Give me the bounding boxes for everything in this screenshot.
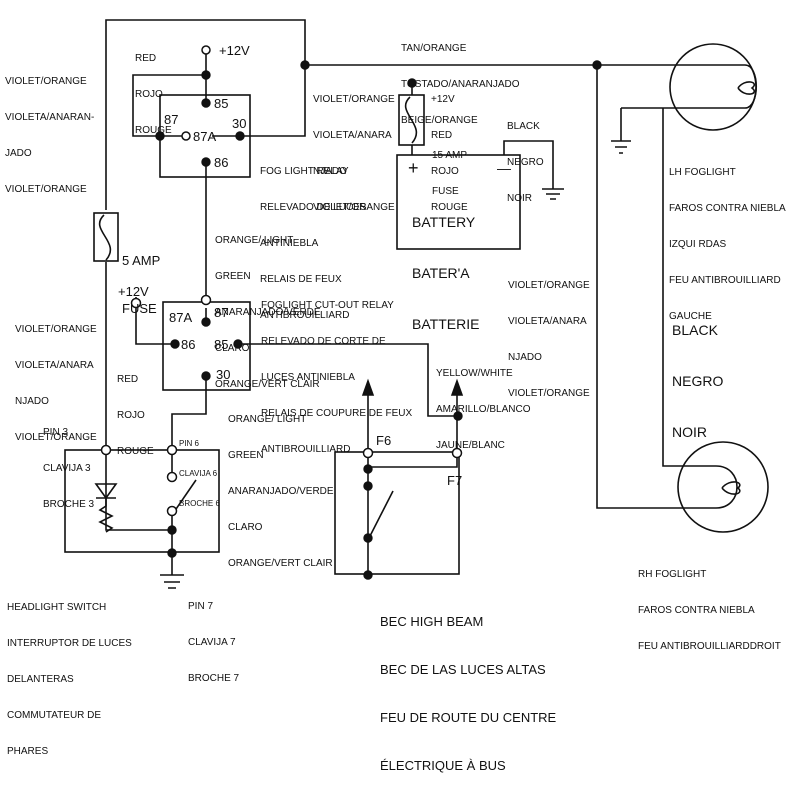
label-violet-orange-left-mid: VIOLET/ORANGE VIOLETA/ANARA NJADO VIOLET… [15, 324, 97, 443]
label-orange-light-green-bottom: ORANGE/ LIGHT GREEN ANARANJADO/VERDE CLA… [228, 414, 334, 569]
ground-battery [542, 188, 564, 200]
wire-battery-negative [503, 140, 554, 189]
wire-pin3-diode [105, 450, 172, 531]
relay2-pin87-dot [201, 317, 211, 327]
label-bec-high-beam: BEC HIGH BEAM BEC DE LAS LUCES ALTAS FEU… [380, 614, 557, 773]
bec-junction-dot [363, 464, 373, 474]
relay2-pin-87: 87 [214, 305, 229, 320]
relay1-pin86-dot [201, 157, 211, 167]
label-foglight-cutout-relay: FOGLIGHT CUT-OUT RELAY RELEVADO DE CORTE… [261, 300, 413, 455]
junction-dot [155, 131, 165, 141]
battery-fuse-terminal [407, 78, 417, 88]
relay1-pin85-dot [201, 98, 211, 108]
arrow-f7 [450, 378, 464, 396]
wire-violet-orange-right [596, 65, 716, 509]
junction-dot [453, 411, 463, 421]
label-15amp-fuse: 15 AMP FUSE [432, 150, 468, 197]
label-rh-foglight: RH FOGLIGHT FAROS CONTRA NIEBLA FEU ANTI… [638, 569, 781, 652]
resistor-symbol [98, 498, 114, 533]
label-pin7: PIN 7 CLAVIJA 7 BROCHE 7 [188, 601, 240, 684]
rh-filament [715, 465, 741, 509]
junction-dot [201, 70, 211, 80]
label-tan-orange: TAN/ORANGE TOSTADO/ANARANJADO BEIGE/ORAN… [401, 43, 520, 126]
rh-foglight-bulb [677, 441, 769, 533]
junction-dot [592, 60, 602, 70]
label-battery: BATTERY BATER'A BATTERIE [412, 214, 480, 332]
relay2-pin-86: 86 [181, 337, 196, 352]
pin3-terminal [100, 444, 112, 456]
f6-terminal [362, 447, 374, 459]
fuse-15amp-element [404, 96, 418, 144]
label-f6: F6 [376, 433, 392, 448]
label-fog-light-relay: FOG LIGHT RELAY RELEVADO DE LUCES ANTINI… [260, 166, 367, 321]
label-yellow-white: YELLOW/WHITE AMARILLO/BLANCO JAUNE/BLANC [436, 368, 531, 451]
lh-filament [737, 64, 757, 109]
relay2-pin85-dot [233, 339, 243, 349]
label-5amp-fuse: 5 AMP FUSE [122, 253, 161, 316]
label-pin3: PIN 3 CLAVIJA 3 BROCHE 3 [43, 427, 95, 510]
relay1-pin87a-terminal [181, 131, 191, 141]
battery-plus-sign: + [408, 158, 419, 178]
wire-ground-pin7 [160, 574, 184, 589]
terminal-12v-mid [130, 297, 142, 309]
wire-relay2-30 [171, 376, 207, 450]
label-red-mid: RED ROJO ROUGE [117, 374, 154, 457]
wire-black-to-rh [662, 108, 716, 467]
bec-contact-dot [363, 533, 373, 543]
label-violet-orange-mid-top: VIOLET/ORANGE VIOLETA/ANARA NJADO VIOLET… [313, 94, 395, 213]
label-black-right: BLACK NEGRO NOIR [672, 322, 724, 440]
battery-box [396, 154, 521, 250]
relay2-pin30-dot [201, 371, 211, 381]
relay2-pin87-terminal [200, 294, 212, 306]
bec-high-beam-box [334, 451, 460, 575]
wire-violet-orange-loop [105, 19, 306, 210]
relay1-pin-87: 87 [164, 112, 179, 127]
junction-dot [167, 548, 177, 558]
label-violet-orange-left-top: VIOLET/ORANGE VIOLETA/ANARAN- JADO VIOLE… [5, 76, 95, 195]
label-orange-light-green-top: ORANGE/ LIGHT GREEN ANARANJADO/VERDE CLA… [215, 235, 321, 390]
switch-arm-bec [368, 490, 394, 539]
fuse-5amp-element [98, 214, 112, 261]
label-12v-top: +12V [219, 43, 250, 58]
terminal-12v-top [201, 45, 211, 55]
label-pin6: PIN 6 CLAVIJA 6 BROCHE 6 [179, 439, 220, 508]
label-battery-fuse-red: +12V RED ROJO ROUGE [431, 94, 468, 213]
label-headlight-switch: HEADLIGHT SWITCH INTERRUPTOR DE LUCES DE… [7, 602, 132, 757]
lh-foglight-bulb [669, 43, 757, 131]
label-violet-orange-right: VIOLET/ORANGE VIOLETA/ANARA NJADO VIOLET… [508, 280, 590, 399]
wire-yellow-white [238, 343, 458, 417]
relay1-pin-87a: 87A [193, 129, 217, 144]
relay2-pin-87a: 87A [169, 310, 193, 325]
label-lh-foglight: LH FOGLIGHT FAROS CONTRA NIEBLA IZQUI RD… [669, 167, 786, 322]
label-12v-mid: +12V [118, 284, 149, 299]
pin6-terminal [166, 444, 178, 456]
f7-terminal [451, 447, 463, 459]
relay2-pin-30: 30 [216, 367, 231, 382]
arrow-f6 [361, 378, 375, 396]
relay1-pin30-dot [235, 131, 245, 141]
label-f7: F7 [447, 473, 463, 488]
wire-relay2-86 [135, 297, 175, 345]
headlight-switch-box [64, 449, 220, 553]
wire-f6-f7-bridge [368, 455, 458, 468]
relay1-pin-85: 85 [214, 96, 229, 111]
ground-lh [611, 140, 631, 154]
junction-dot [300, 60, 310, 70]
schematic-wiring [64, 19, 769, 589]
junction-dot [167, 525, 177, 535]
battery-minus-sign: — [497, 160, 511, 176]
switch-contact-bottom [166, 505, 178, 517]
relay1-pin-30: 30 [232, 116, 247, 131]
relay2-pin-85: 85 [214, 337, 229, 352]
relay1-pin-86: 86 [214, 155, 229, 170]
fuse-5amp-body [93, 212, 119, 262]
bec-contact-dot [363, 481, 373, 491]
label-black-battery: BLACK NEGRO NOIR [507, 121, 544, 204]
bec-junction-dot [363, 570, 373, 580]
label-red-top: RED ROJO ROUGE [135, 53, 172, 136]
switch-contact-top [166, 471, 178, 483]
relay2-pin86-dot [170, 339, 180, 349]
switch-arm-headlight [173, 479, 197, 513]
